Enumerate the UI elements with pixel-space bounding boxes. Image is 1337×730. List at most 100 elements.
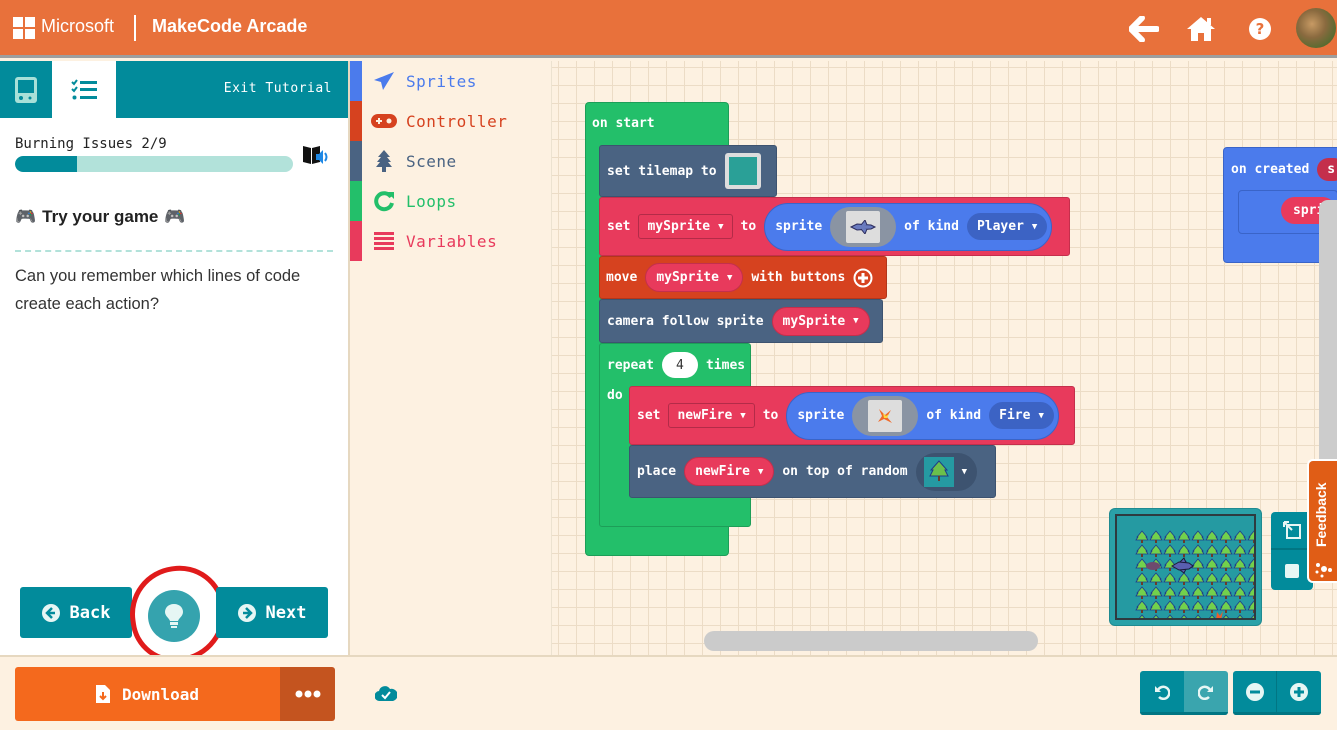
sprite-image-field[interactable]: [830, 206, 897, 247]
game-simulator[interactable]: [1110, 509, 1261, 625]
zoom-out-button[interactable]: [1233, 671, 1277, 715]
tree-grid-scene: [1135, 530, 1254, 618]
list-icon: [362, 232, 406, 250]
heading-divider: [15, 250, 333, 252]
workspace-vertical-scrollbar[interactable]: [1319, 200, 1337, 470]
undo-redo-group: [1140, 671, 1228, 715]
step-progress-bar: [15, 156, 293, 172]
next-button[interactable]: Next: [216, 587, 328, 638]
stop-button[interactable]: [1271, 552, 1313, 590]
camera-follow-label: camera follow sprite: [607, 313, 764, 329]
tree-icon: [362, 150, 406, 172]
do-keyword: do: [607, 388, 623, 403]
arrow-left-circle-icon: [41, 603, 60, 622]
on-created-sprite-arg[interactable]: s: [1317, 157, 1337, 181]
back-button[interactable]: Back: [20, 587, 132, 638]
set-mysprite-block[interactable]: set mySprite▼ to sprite of kind Player▼: [599, 197, 1070, 256]
help-icon[interactable]: ?: [1243, 12, 1277, 46]
move-keyword: move: [606, 270, 638, 285]
expand-plus-icon[interactable]: [853, 268, 873, 288]
download-label: Download: [121, 684, 200, 704]
steps-tab[interactable]: [52, 61, 116, 118]
gamepad-emoji-icon: 🎮: [15, 207, 37, 226]
variable-name: newFire: [695, 464, 750, 479]
tree-tile-icon: [923, 456, 954, 487]
step-heading: 🎮 Try your game 🎮: [15, 207, 186, 227]
toolbox-category-variables[interactable]: Variables: [350, 221, 550, 261]
newfire-variable-dropdown[interactable]: newFire▼: [668, 403, 755, 428]
on-top-random-label: on top of random: [782, 464, 908, 479]
set-tilemap-block[interactable]: set tilemap to: [599, 145, 777, 197]
place-on-top-block[interactable]: place newFire ▼ on top of random ▼: [629, 445, 996, 498]
more-options-button[interactable]: [280, 667, 335, 721]
with-buttons-label: with buttons: [751, 270, 846, 285]
on-created-block[interactable]: on created s spri: [1223, 147, 1337, 263]
simulator-tab[interactable]: [0, 61, 52, 118]
download-button[interactable]: Download: [15, 667, 280, 721]
top-header: Microsoft MakeCode Arcade ?: [0, 0, 1337, 58]
app-title[interactable]: MakeCode Arcade: [152, 16, 308, 36]
caret-down-icon: ▼: [853, 316, 859, 326]
cloud-saved-icon[interactable]: [374, 684, 398, 706]
toolbox-category-loops[interactable]: Loops: [350, 181, 550, 221]
set-newfire-block[interactable]: set newFire▼ to sprite of kind Fire▼: [629, 386, 1075, 445]
tile-dropdown[interactable]: ▼: [915, 452, 978, 491]
caret-down-icon: ▼: [961, 466, 968, 477]
to-keyword: to: [740, 219, 757, 234]
arrow-right-circle-icon: [237, 603, 256, 622]
tutorial-panel: Exit Tutorial Burning Issues 2/9 🎮 Try y…: [0, 61, 350, 669]
feedback-tab[interactable]: Feedback: [1307, 459, 1337, 583]
home-icon[interactable]: [1184, 12, 1218, 46]
mysprite-variable-dropdown[interactable]: mySprite▼: [638, 214, 733, 239]
fire-sprite-icon: [878, 408, 893, 423]
simulator-screen[interactable]: [1115, 514, 1256, 620]
caret-down-icon: ▼: [1031, 221, 1038, 232]
set-tilemap-label: set tilemap to: [607, 163, 717, 179]
of-kind-keyword: of kind: [904, 219, 959, 234]
exit-tutorial-button[interactable]: Exit Tutorial: [223, 81, 332, 96]
caret-down-icon: ▼: [757, 466, 764, 477]
hint-button[interactable]: [148, 590, 200, 642]
tilemap-thumbnail[interactable]: [724, 153, 761, 189]
gamepad-emoji-icon: 🎮: [164, 207, 186, 226]
sprite-of-kind-block[interactable]: sprite of kind Fire▼: [786, 391, 1059, 440]
redo-icon: [1198, 685, 1213, 700]
redo-button[interactable]: [1184, 671, 1228, 715]
header-divider: [134, 15, 136, 41]
back-arrow-icon[interactable]: [1127, 12, 1161, 46]
kind-fire-dropdown[interactable]: Fire ▼: [989, 402, 1054, 429]
sprite-image-field[interactable]: [852, 395, 919, 436]
lightbulb-icon: [165, 604, 183, 628]
variable-name: mySprite: [656, 270, 719, 285]
camera-follow-block[interactable]: camera follow sprite mySprite ▼: [599, 299, 883, 343]
toolbox-category-sprites[interactable]: Sprites: [350, 61, 550, 101]
step-body: Can you remember which lines of code cre…: [15, 267, 301, 313]
repeat-count-input[interactable]: 4: [661, 352, 698, 378]
gamepad-device-icon: [15, 76, 37, 103]
zoom-out-icon: [1245, 682, 1264, 701]
bottom-toolbar: Download: [0, 655, 1337, 730]
to-keyword: to: [762, 408, 779, 423]
user-avatar[interactable]: [1296, 8, 1336, 48]
sprite-of-kind-block[interactable]: sprite of kind Player▼: [764, 202, 1053, 251]
place-keyword: place: [637, 464, 677, 479]
immersive-reader-icon[interactable]: [302, 144, 332, 168]
fullscreen-button[interactable]: [1271, 512, 1313, 550]
mysprite-variable-dropdown[interactable]: mySprite▼: [645, 263, 744, 292]
caret-down-icon: ▼: [1038, 410, 1044, 421]
gamepad-icon: [362, 114, 406, 128]
zoom-in-button[interactable]: [1277, 671, 1321, 715]
category-label: Sprites: [406, 71, 477, 91]
kind-name: Fire: [999, 408, 1031, 423]
kind-player-dropdown[interactable]: Player▼: [966, 213, 1048, 240]
mysprite-variable-dropdown[interactable]: mySprite ▼: [771, 306, 870, 336]
toolbox-category-controller[interactable]: Controller: [350, 101, 550, 141]
undo-button[interactable]: [1140, 671, 1184, 715]
fullscreen-icon: [1283, 521, 1301, 539]
toolbox-category-scene[interactable]: Scene: [350, 141, 550, 181]
variable-name: mySprite: [782, 313, 846, 329]
newfire-variable-dropdown[interactable]: newFire ▼: [684, 457, 775, 486]
svg-text:?: ?: [1256, 20, 1265, 38]
move-with-buttons-block[interactable]: move mySprite▼ with buttons: [599, 256, 887, 299]
workspace-horizontal-scrollbar[interactable]: [704, 631, 1038, 651]
